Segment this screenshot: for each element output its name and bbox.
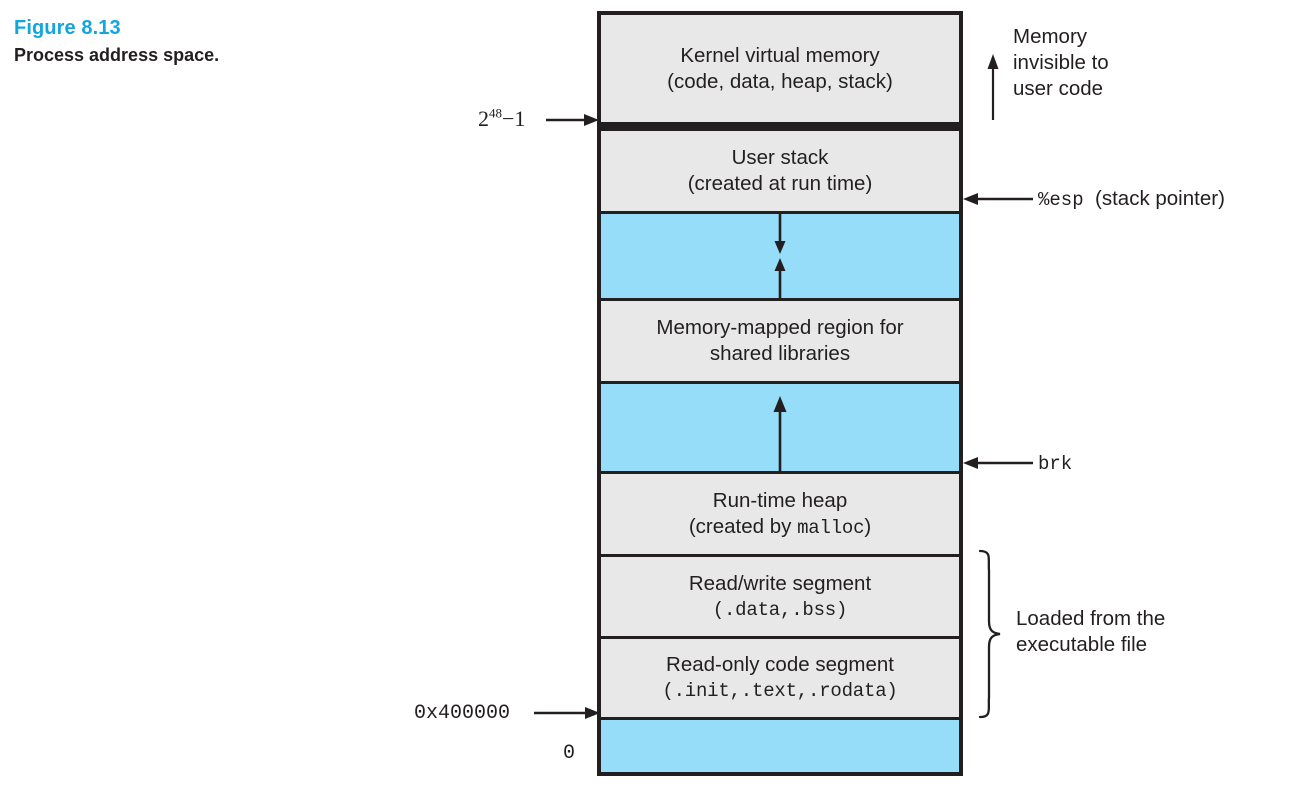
loaded-from-executable-line2: executable file [1016, 633, 1148, 656]
addr-label-2-48-minus-1: 248−1 [478, 106, 525, 132]
region-user-stack-line2: (created at run time) [687, 172, 873, 195]
brk-note: brk [1038, 450, 1072, 477]
region-user-stack: User stack (created at run time) [601, 131, 959, 211]
loaded-from-executable-note: Loaded from the executable file [1016, 606, 1165, 658]
process-address-space-diagram: Kernel virtual memory (code, data, heap,… [597, 11, 963, 776]
esp-note-text: (stack pointer) [1095, 187, 1225, 210]
heap-line2-suffix: ) [864, 514, 872, 538]
memory-invisible-line2: invisible to [1013, 51, 1109, 74]
region-kernel-virtual-memory-line2: (code, data, heap, stack) [667, 69, 893, 93]
read-only-code-segment-bottom-divider [601, 717, 959, 720]
region-read-write-segment-sections: (.data,.bss) [712, 598, 848, 621]
loaded-from-executable-line1: Loaded from the [1016, 607, 1166, 630]
region-stack-gap [601, 214, 959, 298]
read-write-segment-bottom-divider [601, 636, 959, 639]
region-unmapped-low-memory [601, 720, 959, 772]
memory-invisible-line3: user code [1013, 77, 1104, 100]
region-kernel-virtual-memory-line1: Kernel virtual memory [680, 43, 880, 67]
region-user-stack-line1: User stack [731, 146, 829, 169]
arrow-0x400000 [534, 707, 600, 719]
run-time-heap-bottom-divider [601, 554, 959, 557]
region-run-time-heap: Run-time heap (created by malloc) [601, 474, 959, 554]
addr-2-48-exponent: 48 [489, 106, 502, 121]
memory-mapped-bottom-divider [601, 381, 959, 384]
region-memory-mapped-line1: Memory-mapped region for [656, 316, 904, 339]
region-read-only-code-segment: Read-only code segment (.init,.text,.rod… [601, 639, 959, 717]
heap-malloc-token: malloc [797, 516, 865, 539]
arrow-brk [963, 457, 1033, 469]
brk-token: brk [1038, 453, 1073, 475]
region-read-write-segment-line1: Read/write segment [688, 571, 872, 595]
addr-2-48-base: 2 [478, 106, 489, 132]
esp-note: %esp (stack pointer) [1038, 186, 1225, 213]
region-memory-mapped: Memory-mapped region for shared librarie… [601, 301, 959, 381]
figure-title: Process address space. [14, 45, 220, 65]
heap-gap-growth-arrow [770, 384, 790, 471]
addr-2-48-suffix: −1 [502, 106, 526, 132]
heap-line2-prefix: (created by [688, 514, 798, 538]
user-stack-bottom-divider [601, 211, 959, 214]
arrow-esp [963, 193, 1033, 205]
memory-invisible-note: Memory invisible to user code [1013, 24, 1109, 102]
kernel-boundary-bar [601, 122, 959, 131]
esp-register-token: %esp [1038, 189, 1084, 211]
region-memory-mapped-line2: shared libraries [709, 342, 851, 365]
region-run-time-heap-line1: Run-time heap [712, 488, 848, 512]
region-heap-gap [601, 384, 959, 471]
region-read-write-segment: Read/write segment (.data,.bss) [601, 557, 959, 636]
addr-label-0x400000: 0x400000 [414, 702, 510, 725]
arrow-2-48-minus-1 [546, 114, 599, 126]
region-read-only-code-segment-sections: (.init,.text,.rodata) [662, 680, 898, 702]
region-run-time-heap-line2: (created by malloc) [689, 514, 871, 541]
figure-number: Figure 8.13 [14, 17, 121, 39]
memory-invisible-line1: Memory [1013, 25, 1088, 48]
stack-gap-bottom-divider [601, 298, 959, 301]
addr-zero-text: 0 [563, 742, 576, 765]
addr-0x400000-text: 0x400000 [414, 702, 511, 725]
figure-caption: Figure 8.13 Process address space. [14, 16, 344, 68]
loaded-from-executable-brace [978, 549, 1001, 719]
heap-gap-bottom-divider [601, 471, 959, 474]
stack-gap-growth-arrows [770, 214, 790, 298]
region-kernel-virtual-memory: Kernel virtual memory (code, data, heap,… [601, 15, 959, 122]
memory-invisible-up-arrow [987, 54, 999, 120]
addr-label-zero: 0 [563, 742, 575, 765]
region-read-only-code-segment-line1: Read-only code segment [666, 653, 894, 676]
